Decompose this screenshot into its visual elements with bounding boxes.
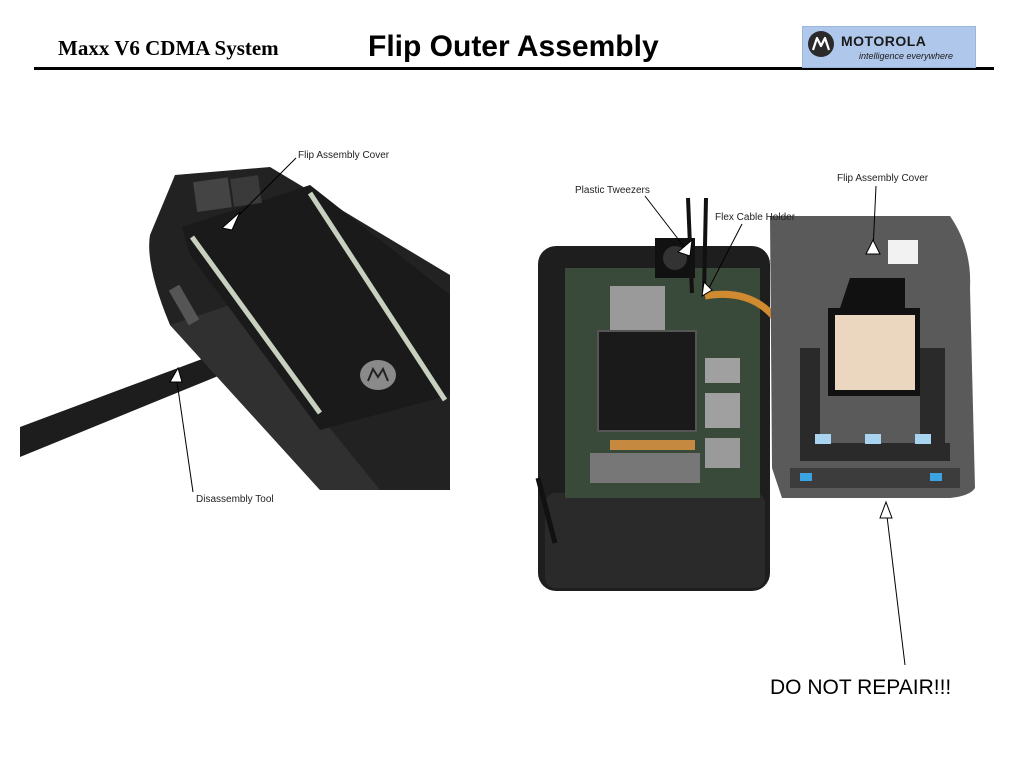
photo-phone-flip-removal — [20, 145, 452, 490]
photo-phone-opened — [510, 168, 1000, 600]
header-divider — [34, 67, 994, 70]
motorola-logo: MOTOROLA intelligence everywhere — [802, 26, 976, 68]
page-title: Flip Outer Assembly — [368, 30, 659, 63]
callout-disassembly-tool: Disassembly Tool — [196, 494, 274, 505]
motorola-batwing-icon — [808, 31, 834, 57]
callout-flip-assembly-cover-left: Flip Assembly Cover — [298, 150, 390, 161]
callout-plastic-tweezers: Plastic Tweezers — [575, 185, 650, 196]
callout-flip-assembly-cover-right: Flip Assembly Cover — [837, 173, 929, 184]
system-title: Maxx V6 CDMA System — [58, 36, 279, 60]
logo-wordmark: MOTOROLA — [841, 33, 927, 49]
do-not-repair-warning: DO NOT REPAIR!!! — [770, 676, 952, 699]
logo-tagline: intelligence everywhere — [859, 51, 954, 61]
callout-flex-cable-holder: Flex Cable Holder — [715, 212, 796, 223]
